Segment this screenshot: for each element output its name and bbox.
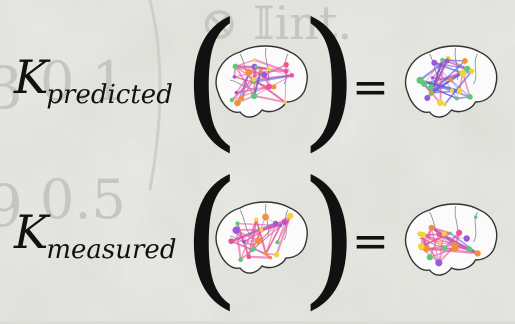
subscript-predicted: predicted [46,80,172,110]
k-symbol: K [14,50,48,104]
brain-connectome-output-predicted [398,40,503,124]
brain-connectome-input-predicted [210,40,312,124]
brain-connectome-input-measured [210,196,312,280]
k-measured-label: Kmeasured [14,205,176,265]
equals-sign: = [352,216,389,267]
equals-sign: = [352,62,389,113]
k-symbol: K [14,205,48,259]
k-predicted-label: Kpredicted [14,50,173,110]
brain-connectome-output-measured [398,198,503,282]
subscript-measured: measured [46,235,176,265]
